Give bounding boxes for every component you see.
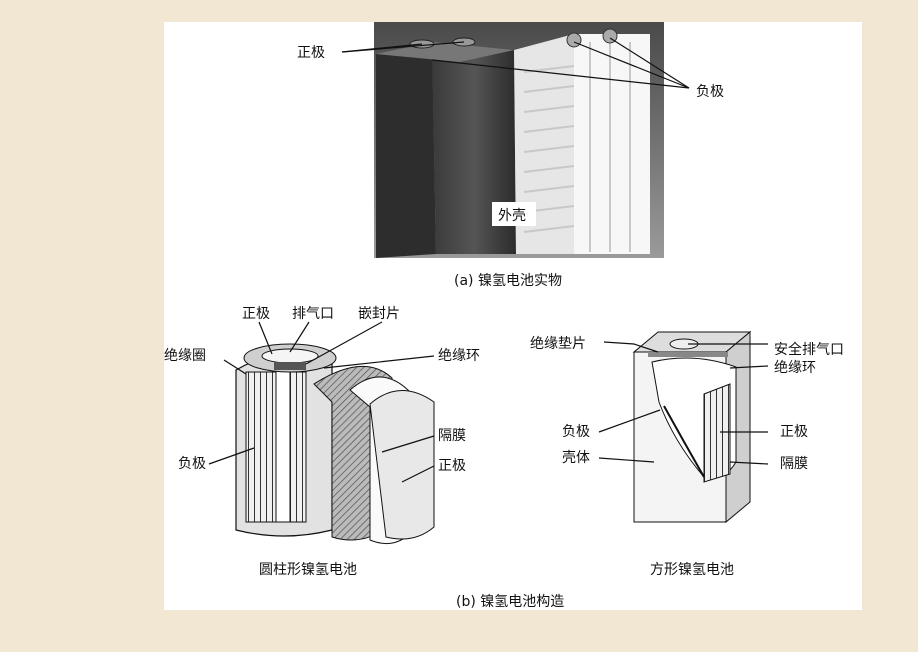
figure-caption: (b) 镍氢电池构造 bbox=[456, 594, 564, 610]
cylinder-leaders bbox=[208, 321, 435, 483]
cyl-positive-side-label: 正极 bbox=[438, 458, 466, 474]
prismatic-caption: 方形镍氢电池 bbox=[650, 562, 734, 578]
cylinder-core bbox=[275, 366, 291, 523]
cylinder-positive-sheet bbox=[369, 390, 435, 540]
prismatic-cell: 绝缘垫片 安全排气口 绝缘环 负极 正极 壳体 隔膜 bbox=[530, 330, 844, 524]
prism-negative-plate bbox=[663, 405, 705, 478]
white-terminal-1 bbox=[566, 32, 582, 48]
dark-battery-side bbox=[376, 42, 436, 258]
prism-safety-vent-label: 安全排气口 bbox=[774, 341, 844, 358]
dark-battery-top bbox=[376, 42, 514, 62]
shell-label: 外壳 bbox=[498, 207, 526, 224]
prism-separator-label: 隔膜 bbox=[780, 456, 808, 472]
prism-insulation-loop-label: 绝缘环 bbox=[774, 360, 816, 376]
cyl-positive-top-label: 正极 bbox=[242, 306, 270, 322]
battery-diagram: 正极 负极 外壳 (a) 镍氢电池实物 正极 排气口 嵌封片 bbox=[164, 22, 844, 610]
cylindrical-caption: 圆柱形镍氢电池 bbox=[259, 562, 357, 578]
cylinder-seal bbox=[274, 362, 306, 370]
battery-photo: 正极 负极 外壳 bbox=[297, 22, 724, 258]
white-battery-side bbox=[514, 34, 582, 254]
negative-label: 负极 bbox=[696, 84, 724, 100]
cyl-seal-label: 嵌封片 bbox=[358, 306, 400, 322]
shell-label-box bbox=[492, 202, 536, 226]
photo-caption: (a) 镍氢电池实物 bbox=[454, 273, 562, 289]
prism-gasket bbox=[648, 352, 728, 357]
prism-electrode-stack bbox=[703, 383, 731, 483]
positive-label: 正极 bbox=[297, 45, 325, 61]
prism-positive-label: 正极 bbox=[780, 424, 808, 440]
white-battery-front bbox=[574, 34, 650, 254]
photo-leaders bbox=[341, 37, 690, 89]
cylindrical-cell: 正极 排气口 嵌封片 绝缘圈 绝缘环 隔膜 正极 负极 bbox=[164, 306, 480, 545]
cyl-negative-label: 负极 bbox=[178, 456, 206, 472]
prism-negative-label: 负极 bbox=[562, 424, 590, 440]
figure-panel: 正极 负极 外壳 (a) 镍氢电池实物 正极 排气口 嵌封片 bbox=[164, 22, 862, 610]
cyl-insulation-loop-label: 绝缘环 bbox=[438, 348, 480, 364]
cyl-vent-label: 排气口 bbox=[292, 306, 334, 322]
prism-gasket-label: 绝缘垫片 bbox=[530, 336, 586, 352]
prism-shell-label: 壳体 bbox=[562, 449, 590, 466]
white-terminal-2 bbox=[602, 28, 618, 44]
cyl-separator-label: 隔膜 bbox=[438, 428, 466, 444]
dark-battery-front bbox=[432, 42, 516, 254]
cyl-insulation-ring-label: 绝缘圈 bbox=[164, 348, 206, 364]
prism-leaders bbox=[598, 341, 769, 465]
